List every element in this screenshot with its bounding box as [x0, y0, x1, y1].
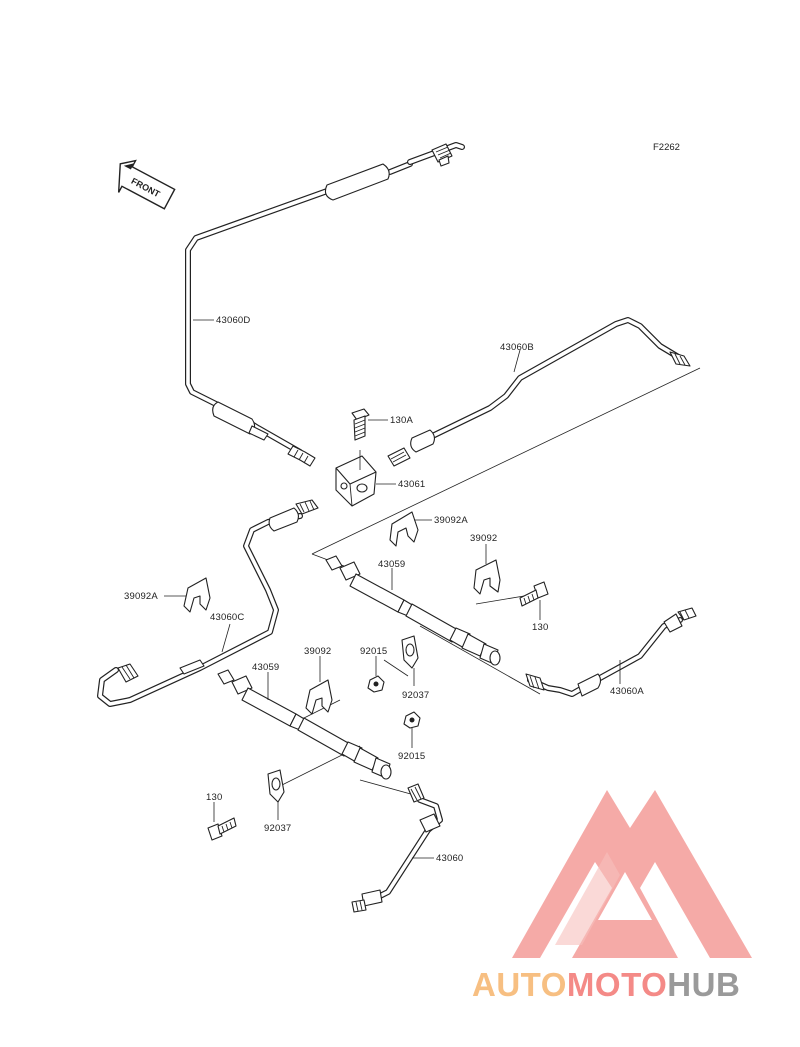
- label-92037-top: 92037: [402, 690, 429, 701]
- watermark-auto: AUTO: [472, 966, 567, 1003]
- watermark-moto: MOTO: [567, 966, 667, 1003]
- label-130-right: 130: [532, 622, 548, 633]
- brake-pipe-43060A: [525, 607, 697, 697]
- watermark-hub: HUB: [667, 966, 740, 1003]
- brake-pipe-43060D: [185, 142, 465, 467]
- label-39092A-top: 39092A: [434, 515, 468, 526]
- assembly-guide-lines: [279, 367, 701, 797]
- bolt-130-left: [207, 817, 237, 841]
- label-39092-top: 39092: [470, 533, 497, 544]
- label-130A: 130A: [390, 415, 413, 426]
- label-43060C: 43060C: [210, 612, 244, 623]
- label-43060: 43060: [436, 853, 463, 864]
- clamp-92037-top: [401, 635, 419, 669]
- label-39092A-left: 39092A: [124, 591, 158, 602]
- clip-39092-mid: [305, 679, 333, 715]
- label-39092-mid: 39092: [304, 646, 331, 657]
- label-43059-top: 43059: [378, 559, 405, 570]
- clip-39092-top: [473, 559, 501, 595]
- nut-92015-bottom: [403, 711, 421, 729]
- label-43060B: 43060B: [500, 342, 534, 353]
- brake-pipe-43060C: [97, 499, 319, 707]
- clip-39092A-top: [389, 511, 419, 547]
- bolt-130A: [351, 408, 370, 441]
- brake-pipe-43060B: [387, 317, 691, 467]
- brake-hose-43059-top: [325, 555, 501, 666]
- clamp-92037-bottom: [267, 769, 285, 803]
- label-92037-bottom: 92037: [264, 823, 291, 834]
- svg-text:AUTOMOTOHUB: AUTOMOTOHUB: [472, 966, 740, 1003]
- label-43061: 43061: [398, 479, 425, 490]
- label-43060A: 43060A: [610, 686, 644, 697]
- brake-joint-43061: [335, 455, 377, 507]
- brake-hose-43059-mid: [217, 669, 392, 780]
- watermark-text: AUTOMOTOHUB: [472, 966, 740, 1003]
- bolt-130-right: [519, 581, 549, 607]
- label-130-left: 130: [206, 792, 222, 803]
- label-92015-top: 92015: [360, 646, 387, 657]
- label-43059-mid: 43059: [252, 662, 279, 673]
- brake-pipe-43060: [351, 783, 443, 913]
- label-92015-bottom: 92015: [398, 751, 425, 762]
- nut-92015-top: [367, 675, 385, 693]
- label-43060D: 43060D: [216, 315, 250, 326]
- front-direction-arrow: FRONT: [117, 159, 176, 210]
- figure-code: F2262: [653, 142, 680, 153]
- clip-39092A-left: [183, 577, 211, 613]
- watermark-logo: [512, 790, 752, 958]
